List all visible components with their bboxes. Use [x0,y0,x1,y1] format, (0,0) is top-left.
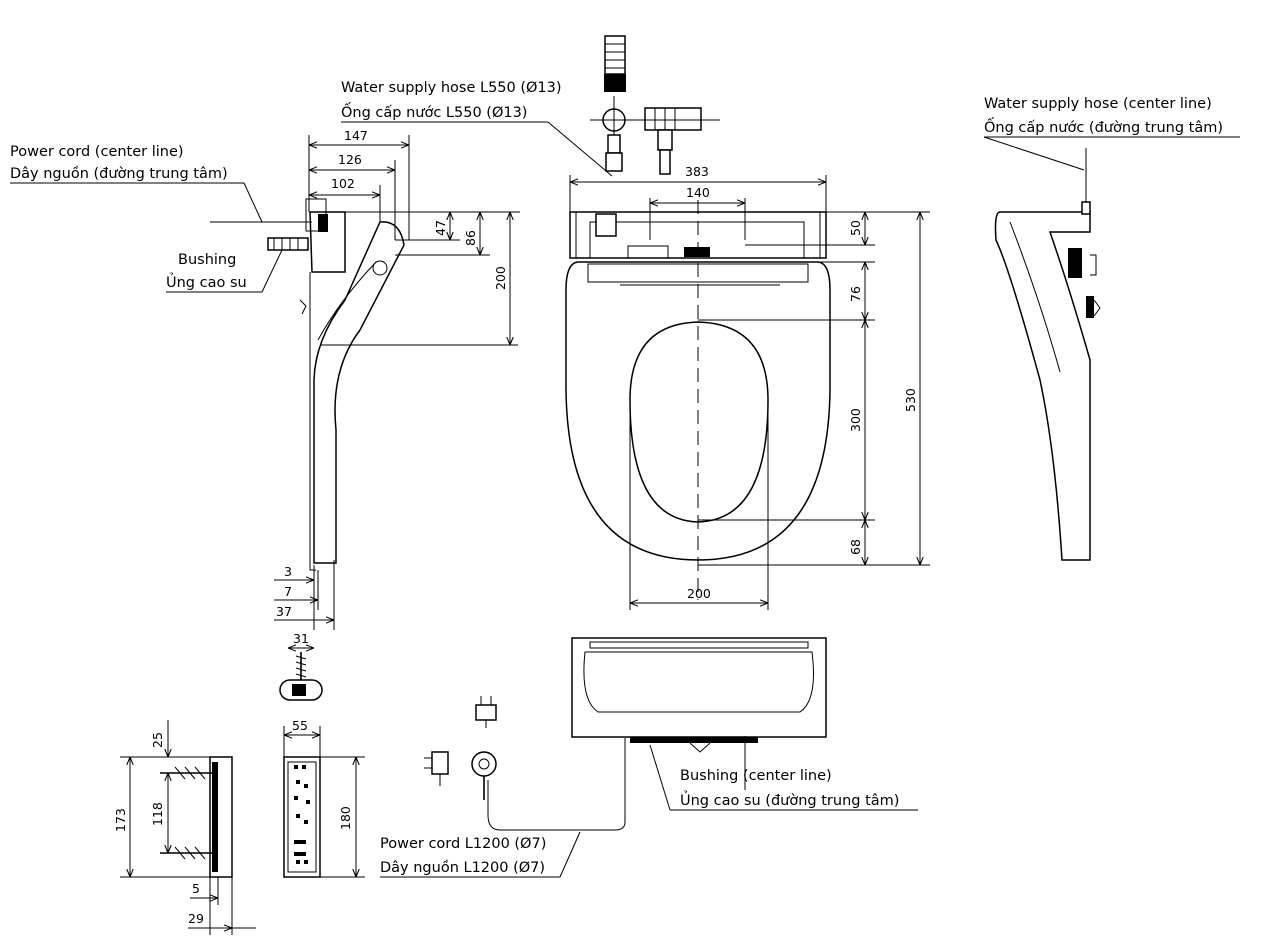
bushing-bottom-vi: Ủng cao su (đường trung tâm) [680,790,899,809]
water-hose-top-vi: Ống cấp nước L550 (Ø13) [341,102,527,121]
dim-3: 3 [284,564,292,579]
dim-5: 5 [192,881,200,896]
dim-50: 50 [848,220,863,236]
power-cord-left-en: Power cord (center line) [10,144,184,160]
left-side-view [299,198,405,571]
power-cord-left-vi: Dây nguồn (đường trung tâm) [10,165,228,182]
left-labels: Power cord (center line) Dây nguồn (đườn… [10,144,312,293]
dim-86: 86 [463,230,478,246]
mounting-bolt: 31 [279,631,323,701]
dim-383: 383 [685,164,709,179]
dim-200-front: 200 [687,586,711,601]
dim-29: 29 [188,911,204,926]
water-hose-top-en: Water supply hose L550 (Ø13) [341,80,562,96]
right-side-view: Water supply hose (center line) Ống cấp … [983,96,1240,561]
dim-68: 68 [848,539,863,555]
plugs [424,696,497,800]
dim-530: 530 [903,388,918,412]
bracket-front-view: 55 180 [283,718,365,878]
power-cord-bottom-vi: Dây nguồn L1200 (Ø7) [380,859,545,876]
dim-126: 126 [338,152,362,167]
water-hose-right-vi: Ống cấp nước (đường trung tâm) [984,117,1223,136]
bushing-left-en: Bushing [178,252,236,268]
dim-25: 25 [150,732,165,748]
dim-173: 173 [113,808,128,832]
bracket-side-view: 173 118 25 5 29 [113,720,256,935]
dim-37: 37 [276,604,292,619]
dim-300: 300 [848,408,863,432]
front-top-view [565,200,831,600]
rear-bottom-view: Bushing (center line) Ủng cao su (đường … [380,637,918,878]
dim-55: 55 [292,718,308,733]
dim-76: 76 [848,286,863,302]
water-fitting: Water supply hose L550 (Ø13) Ống cấp nướ… [341,35,720,177]
bushing-bottom-en: Bushing (center line) [680,768,832,784]
dim-200-side: 200 [493,266,508,290]
front-dimensions: 383 140 50 76 300 68 530 200 [569,164,930,610]
dim-102: 102 [331,176,355,191]
left-side-dimensions: 147 126 102 47 86 200 3 7 37 [274,128,520,630]
bushing-left-vi: Ủng cao su [166,272,247,291]
dim-7: 7 [284,584,292,599]
dim-47: 47 [433,220,448,236]
power-cord-bottom-en: Power cord L1200 (Ø7) [380,836,546,852]
water-hose-right-en: Water supply hose (center line) [984,96,1212,112]
dim-180: 180 [338,806,353,830]
dim-118: 118 [150,802,165,826]
dim-31: 31 [293,631,309,646]
dim-147: 147 [344,128,368,143]
dim-140: 140 [686,185,710,200]
